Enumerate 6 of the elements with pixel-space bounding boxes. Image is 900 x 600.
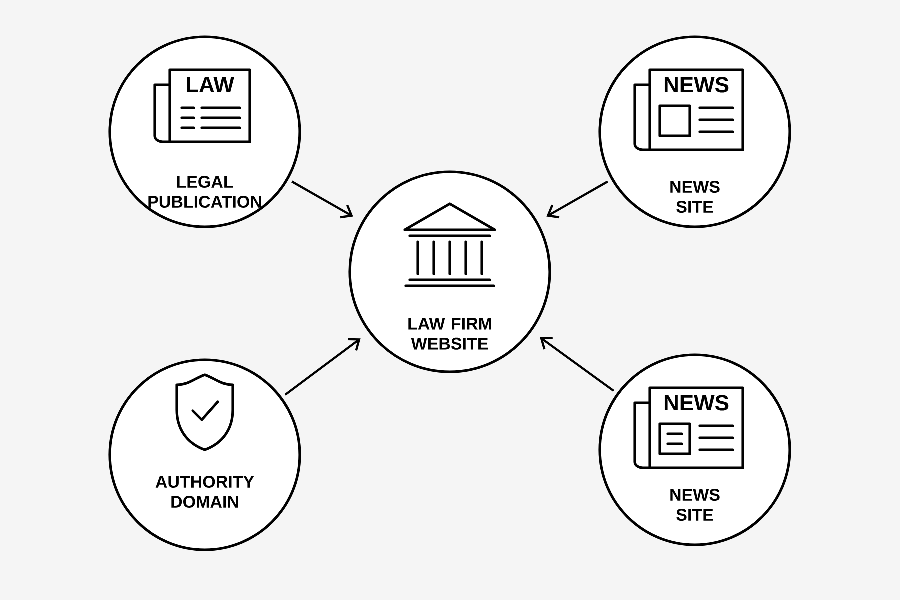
circle-node: LAW FIRM WEBSITE (348, 170, 552, 374)
arrow (284, 338, 361, 396)
arrow (540, 337, 614, 392)
arrow (292, 180, 354, 219)
arrow (546, 180, 608, 219)
circle-node: AUTHORITY DOMAIN (108, 358, 302, 552)
